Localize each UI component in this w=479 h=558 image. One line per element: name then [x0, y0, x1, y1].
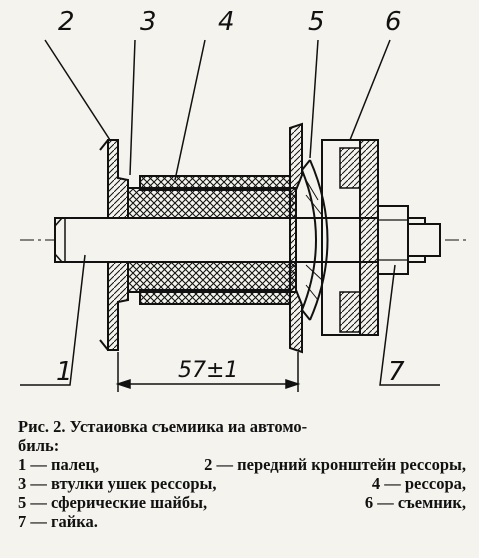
legend-row-2: 3 — втулки ушек рессоры, 4 — рессора, — [18, 474, 466, 493]
legend-item-4: 4 — рессора, — [371, 474, 466, 493]
label-2: 2 — [58, 7, 75, 37]
caption-title-line1: Рис. 2. Устаиовка съемиика иа автомо- — [18, 417, 308, 436]
spring — [139, 175, 291, 305]
legend-item-5: 5 — сферические шайбы, — [18, 493, 208, 512]
legend-item-2: 2 — передний кронштейн рессоры, — [204, 455, 466, 474]
label-5: 5 — [308, 7, 325, 37]
label-6: 6 — [385, 7, 402, 37]
puller — [321, 139, 379, 336]
label-7: 7 — [388, 357, 405, 387]
caption-title-line2: биль: — [18, 436, 60, 455]
legend-row-4: 7 — гайка. — [18, 512, 466, 531]
spherical-washers — [301, 159, 329, 321]
legend-item-3: 3 — втулки ушек рессоры, — [18, 474, 217, 493]
label-1: 1 — [56, 357, 73, 387]
technical-drawing: 57±1 2 3 4 5 6 1 7 — [20, 7, 470, 392]
label-3: 3 — [140, 7, 157, 37]
figure-caption: Рис. 2. Устаиовка съемиика иа автомо- би… — [18, 417, 466, 531]
legend-row-1: 1 — палец, 2 — передний кронштейн рессор… — [18, 455, 466, 474]
legend-item-1: 1 — палец, — [18, 455, 100, 474]
label-4: 4 — [218, 7, 235, 37]
legend-row-3: 5 — сферические шайбы, 6 — съемник, — [18, 493, 466, 512]
nut — [377, 205, 441, 275]
dimension-57 — [115, 352, 301, 392]
legend-item-6: 6 — съемник, — [364, 493, 466, 512]
bracket-wall — [289, 122, 303, 354]
legend-item-7: 7 — гайка. — [18, 512, 98, 531]
dimension-label: 57±1 — [178, 358, 238, 383]
leader-lines — [20, 39, 440, 386]
